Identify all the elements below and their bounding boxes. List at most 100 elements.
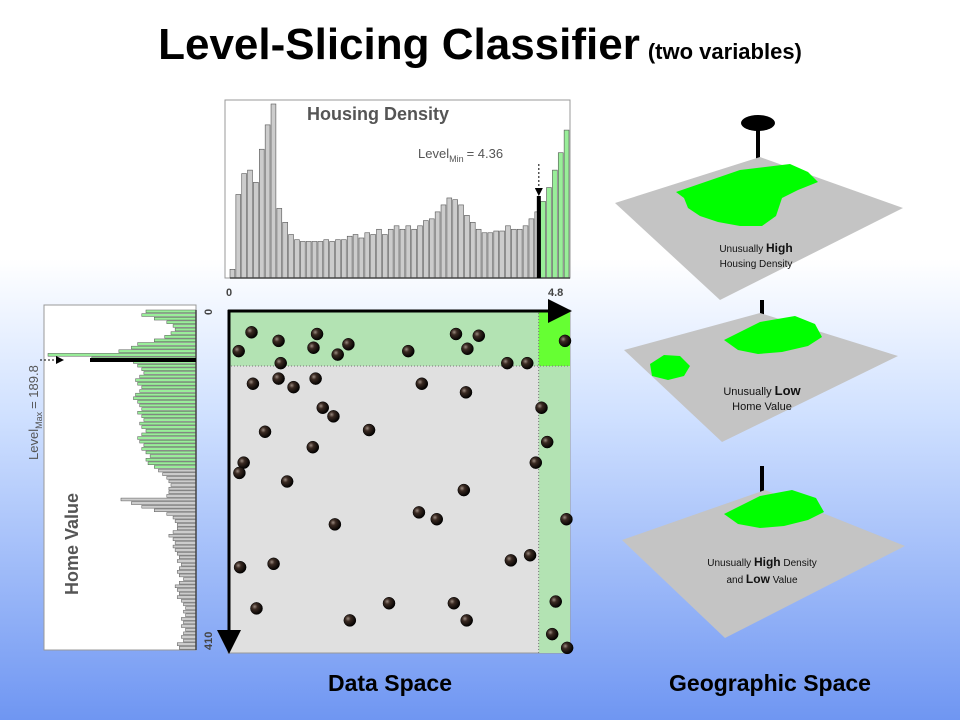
housing-density-bar xyxy=(346,235,353,279)
home-value-bar xyxy=(176,552,197,556)
data-point xyxy=(521,356,534,370)
housing-density-bar xyxy=(270,103,277,279)
housing-density-bar xyxy=(405,225,412,279)
home-value-bar xyxy=(174,327,197,332)
home-value-bar xyxy=(176,642,197,646)
home-value-bar xyxy=(181,562,197,567)
home-value-bar xyxy=(164,335,197,339)
slide-title: Level-Slicing Classifier(two variables) xyxy=(0,20,960,70)
data-point xyxy=(250,602,263,615)
geographic-space-layers: Unusually High Housing Density Unusually… xyxy=(615,115,905,638)
data-point xyxy=(362,423,376,437)
data-point xyxy=(280,475,294,488)
data-point xyxy=(472,329,486,342)
geo-layer-3-green-region xyxy=(724,490,824,528)
housing-density-bar xyxy=(393,225,400,279)
housing-density-bar xyxy=(440,204,447,279)
home-value-title: Home Value xyxy=(62,493,82,595)
housing-density-bar xyxy=(241,173,247,279)
data-point xyxy=(545,627,559,641)
data-point xyxy=(459,386,473,399)
housing-density-bar xyxy=(499,230,505,279)
home-value-bar xyxy=(172,530,197,534)
housing-density-bar xyxy=(352,234,359,279)
housing-density-bar xyxy=(259,148,265,279)
housing-density-bar xyxy=(470,222,476,279)
geo-layer-3-surface xyxy=(622,490,905,638)
data-point xyxy=(246,377,260,390)
data-point xyxy=(316,401,330,415)
housing-density-bar xyxy=(487,232,494,279)
home-value-bar xyxy=(183,631,197,635)
data-point xyxy=(415,377,429,390)
housing-density-bar xyxy=(417,225,423,279)
data-point xyxy=(504,554,518,567)
home-value-bar xyxy=(174,519,197,523)
data-point xyxy=(272,372,285,385)
housing-density-bar xyxy=(317,241,324,279)
data-point xyxy=(457,483,471,497)
housing-density-bar xyxy=(464,215,470,279)
home-value-bar xyxy=(131,345,197,350)
housing-density-bar xyxy=(423,220,429,279)
housing-density-axis-max: 4.8 xyxy=(548,287,563,299)
home-value-bar xyxy=(158,468,197,473)
home-value-bar xyxy=(139,439,197,444)
home-value-bar xyxy=(179,566,197,570)
home-value-bar xyxy=(166,494,197,498)
geo-layer-combined: Unusually High Density and Low Value xyxy=(622,490,905,638)
home-value-bar xyxy=(141,432,197,437)
housing-density-bar xyxy=(411,228,417,279)
home-value-bar xyxy=(185,628,197,632)
housing-density-title: Housing Density xyxy=(307,104,449,124)
home-value-bar xyxy=(181,617,197,621)
home-value-bar xyxy=(183,609,197,614)
housing-density-bar xyxy=(229,268,236,279)
home-value-bar xyxy=(168,534,197,538)
housing-density-bar xyxy=(276,208,283,279)
data-point xyxy=(523,548,537,562)
housing-density-bar xyxy=(358,237,365,279)
housing-density-histogram: Housing Density LevelMin= 4.36 0 4.8 xyxy=(224,99,571,299)
home-value-bar xyxy=(170,331,197,335)
home-value-bar xyxy=(176,526,197,531)
home-value-bar xyxy=(137,436,197,440)
home-value-bar xyxy=(143,443,197,447)
home-value-bar xyxy=(183,620,197,625)
data-point xyxy=(412,506,426,519)
title-subtitle: (two variables) xyxy=(647,39,802,64)
data-point xyxy=(560,512,573,526)
data-point xyxy=(233,561,247,574)
home-value-bar xyxy=(143,371,197,375)
geo-layer-1-green-region xyxy=(676,164,818,226)
home-value-bar xyxy=(181,635,197,639)
housing-density-bar xyxy=(563,129,570,279)
home-value-bar xyxy=(172,544,197,549)
housing-density-bar xyxy=(505,225,511,279)
housing-density-bar xyxy=(341,239,347,279)
data-point xyxy=(549,595,562,608)
home-value-bar xyxy=(141,414,197,418)
home-value-bar xyxy=(172,515,197,520)
home-value-bar xyxy=(147,461,197,465)
home-value-level-label: LevelMax= 189.8 xyxy=(26,365,44,460)
home-value-bar xyxy=(139,403,197,408)
housing-density-bar xyxy=(452,199,458,279)
housing-density-bar xyxy=(323,239,329,279)
home-value-bar xyxy=(139,374,197,379)
housing-density-bar xyxy=(294,239,300,279)
housing-density-bar xyxy=(516,228,523,279)
housing-density-bar xyxy=(288,234,294,279)
data-point xyxy=(328,518,342,531)
home-value-bar xyxy=(141,505,197,509)
housing-density-bar xyxy=(253,182,259,279)
geo-layer-2-surface xyxy=(624,313,898,442)
geo-layer-3-label: Unusually High Density xyxy=(707,555,817,569)
home-value-bar xyxy=(168,486,197,491)
home-value-bar xyxy=(176,588,197,592)
home-value-bar xyxy=(141,385,197,390)
housing-density-level-label: LevelMin= 4.36 xyxy=(418,146,503,164)
home-value-bar xyxy=(185,606,197,610)
data-point xyxy=(535,401,548,415)
